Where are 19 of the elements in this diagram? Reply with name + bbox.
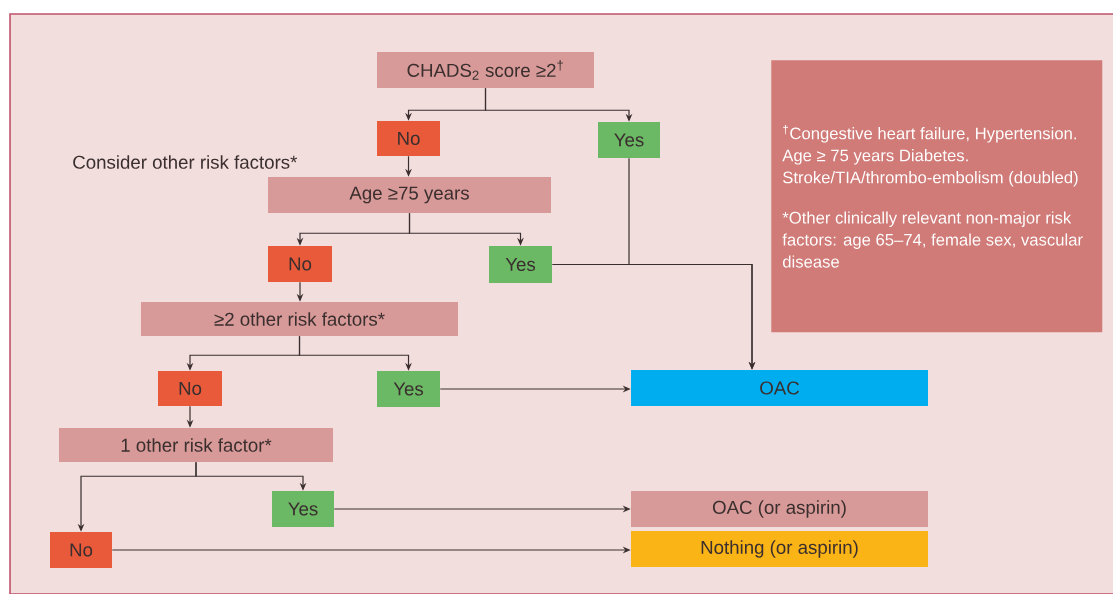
question-box: OAC (or aspirin) bbox=[631, 491, 928, 527]
no-box: No bbox=[377, 121, 440, 156]
yes-box: Yes bbox=[272, 491, 334, 527]
question-box: Age ≥75 years bbox=[268, 177, 551, 213]
no-box: No bbox=[50, 532, 112, 568]
question-box: ≥2 other risk factors* bbox=[141, 302, 458, 336]
outcome-box: Nothing (or aspirin) bbox=[631, 531, 928, 567]
yes-box: Yes bbox=[489, 246, 552, 283]
note-text: Consider other risk factors* bbox=[73, 155, 298, 169]
footnote-box bbox=[771, 60, 1103, 333]
yes-box: Yes bbox=[377, 371, 440, 407]
footnote-text: $^{†}$Congestive heart failure, Hypertension. Age ≥ 75 years Diabetes. Stroke/TIA/thrombo-embolism (doubled) bbox=[782, 124, 1078, 187]
outcome-box: OAC bbox=[631, 370, 928, 406]
yes-box: Yes bbox=[598, 122, 660, 158]
question-box: 1 other risk factor* bbox=[59, 428, 333, 462]
no-box: No bbox=[268, 246, 332, 282]
footnote-text: *Other clinically relevant non-major risk factors: age 65–74, female sex, vascular disease bbox=[782, 211, 1083, 268]
question-box: CHADS$_{2}$ score ≥2$^{†}$ bbox=[377, 52, 594, 88]
no-box: No bbox=[158, 371, 222, 406]
